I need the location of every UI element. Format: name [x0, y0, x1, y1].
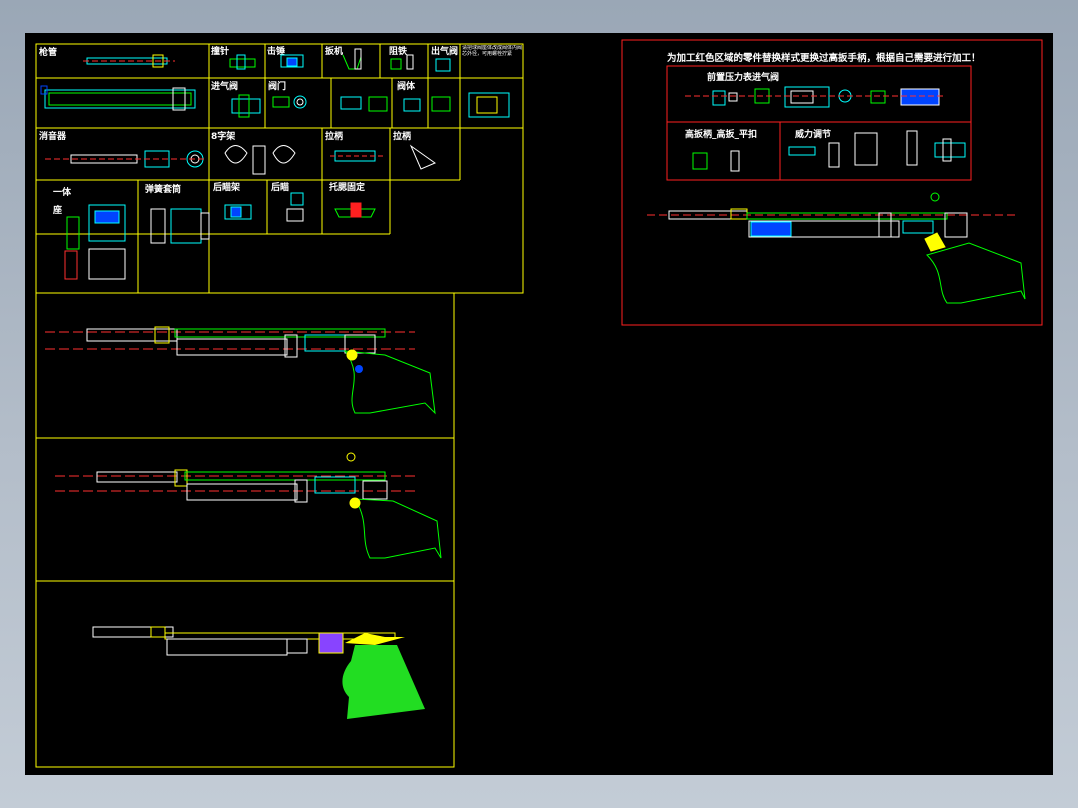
- modified-assembly: [647, 192, 1026, 304]
- label-muzzle-brake: 消音器: [39, 130, 67, 142]
- label-spring-assembly: 弹簧套筒: [145, 183, 181, 195]
- label-eight-frame: 8字架: [211, 130, 235, 142]
- label-rear-sight-frame: 后瞄架: [213, 181, 240, 193]
- label-firing-pin: 撞针: [211, 45, 229, 57]
- section-front-gauge: 前置压力表进气阀: [707, 71, 779, 83]
- assembly-view-3: [92, 626, 425, 719]
- section-power-adjust: 威力调节: [795, 128, 831, 140]
- label-pull-rod: 拉柄: [325, 130, 343, 142]
- label-air-inlet: 进气阀: [211, 80, 238, 92]
- modification-panel: [621, 39, 1043, 326]
- assembly-sheets: [35, 292, 455, 768]
- assembly-view-1: [45, 326, 436, 415]
- label-seat: 座: [52, 204, 62, 216]
- label-air-outlet: 出气阀: [431, 45, 458, 57]
- label-lever: 拉柄: [393, 130, 411, 142]
- section-high-lever: 高扳柄_高扳_平扣: [685, 128, 757, 140]
- panel-note: 为加工红色区域的零件替换样式更换过高扳手柄，根据自己需要进行加工！: [667, 52, 981, 64]
- label-valve-body: 阀体: [397, 80, 416, 92]
- grip-fill: [342, 645, 425, 719]
- label-trigger: 扳机: [325, 45, 343, 57]
- modification-parts: [685, 86, 966, 172]
- label-one-piece: 一体: [53, 186, 72, 198]
- assembly-view-2: [55, 452, 442, 559]
- label-stock-fixing: 托腮固定: [329, 181, 366, 193]
- part-drawings: [40, 48, 510, 280]
- cad-canvas: 枪管 撞针 击锤 扳机 阻铁 出气阀 请把球阀座体改成阀体内阀芯外径，可用螺栓拧…: [25, 33, 1053, 775]
- cad-drawing: 枪管 撞针 击锤 扳机 阻铁 出气阀 请把球阀座体改成阀体内阀芯外径，可用螺栓拧…: [35, 39, 1043, 768]
- label-plunger: 阻铁: [389, 45, 407, 57]
- label-hammer: 击锤: [267, 45, 285, 57]
- label-rear-sight: 后瞄: [271, 181, 289, 193]
- outlet-note: 请把球阀座体改成阀体内阀芯外径，可用螺栓拧紧: [462, 45, 522, 57]
- label-valve: 阀门: [268, 80, 286, 92]
- label-barrel: 枪管: [39, 46, 57, 58]
